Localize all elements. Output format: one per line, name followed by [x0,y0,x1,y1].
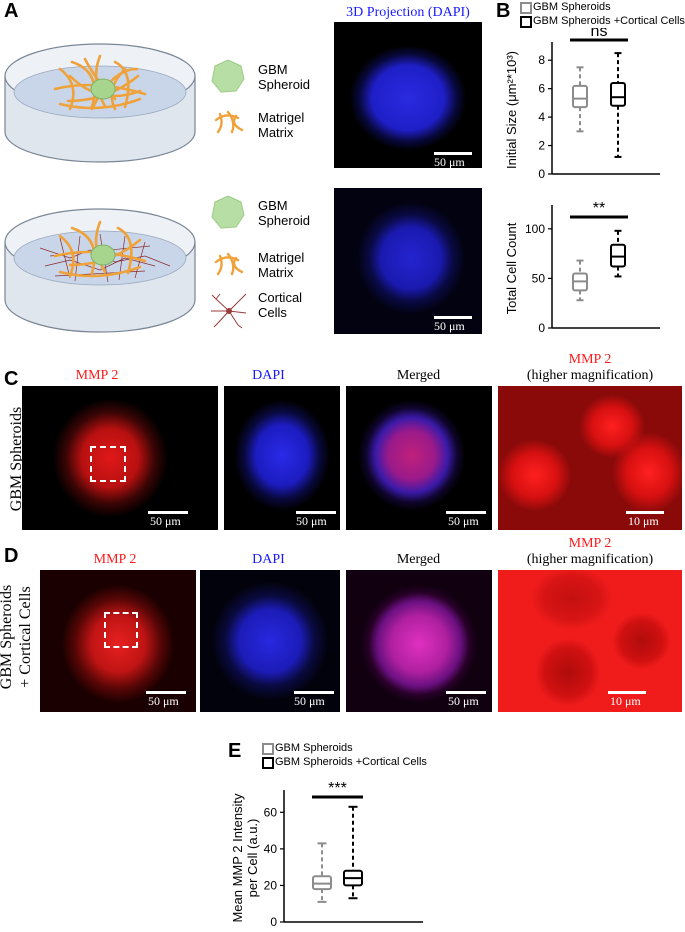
matrigel-icon [214,252,244,276]
panel-label-a: A [4,0,19,22]
y-axis-label: Initial Size (μm²*10³) [504,51,519,169]
y-tick-label: 4 [538,110,545,124]
scale-label: 10 μm [610,694,641,708]
panel-label-c: C [4,368,19,390]
y-tick-label: 0 [538,167,545,181]
y-tick-label: 100 [525,222,545,236]
col-title-dapi: DAPI [252,552,285,567]
boxplot-total-cell-count: 0 50 100 Total Cell Count ** [504,200,660,335]
legend-gbm-swatch [262,743,274,755]
y-tick-label: 20 [264,878,278,892]
row-label-gbm-cortical-1: GBM Spheroids [0,584,15,690]
spheroid-icon [211,195,245,229]
legend-bottom-spheroid-label: GBM Spheroid [258,198,311,228]
scale-label: 50 μm [434,155,465,168]
col-title-merged: Merged [396,368,441,383]
col-title-mmp2-hm: MMP 2 [568,536,612,551]
scale-label: 50 μm [296,514,327,528]
panel-label-d: D [4,545,19,567]
dapi-image-gbm: 50 μm [224,386,340,530]
scale-bar [294,691,334,694]
panel-label-b: B [496,0,511,22]
significance-label: ns [591,28,608,40]
row-label-gbm-cortical-2: + Cortical Cells [17,586,34,688]
dapi-image-gbm-cortical: 50 μm [200,570,340,712]
legend-top-spheroid-label: GBM Spheroid [258,62,311,92]
y-tick-label: 8 [538,53,545,67]
legend-gbm-cortical-swatch [262,757,274,769]
col-title-mmp2-hm-sub: (higher magnification) [526,368,654,383]
significance-label: *** [328,780,347,797]
mmp2-hm-image-gbm-cortical: 10 μm [498,570,682,712]
scale-bar [434,152,472,155]
dapi-projection-image-bottom: 50 μm [334,188,482,334]
mmp2-image-gbm: 50 μm [22,386,218,530]
scale-bar [434,316,472,319]
scale-bar [146,691,186,694]
scale-label: 50 μm [148,694,179,708]
col-title-mmp2-hm: MMP 2 [568,352,612,367]
col-title-merged: Merged [396,552,441,567]
matrigel-icon [214,110,244,134]
y-tick-label: 40 [264,842,278,856]
y-axis-label: Total Cell Count [504,222,519,314]
panel-label-e: E [228,740,242,762]
box-gbm [572,84,588,109]
zoom-region-box [90,446,126,482]
scale-bar [608,691,646,694]
scale-bar [446,691,486,694]
merged-image-gbm: 50 μm [346,386,492,530]
dapi-projection-image-top: 50 μm [334,22,482,168]
legend-bottom-cortical-label: Cortical Cells [258,290,303,320]
col-title-mmp2: MMP 2 [93,552,137,567]
legend-gbm-cortical-label: GBM Spheroids +Cortical Cells [533,15,685,27]
scale-label: 50 μm [150,514,181,528]
petri-dish-matrigel-illustration [4,43,196,163]
y-tick-label: 0 [270,915,277,929]
scale-label: 50 μm [294,694,325,708]
legend-top-matrigel-label: Matrigel Matrix [258,110,305,140]
scale-label: 50 μm [448,514,479,528]
scale-label: 50 μm [448,694,479,708]
legend-gbm-label: GBM Spheroids [275,742,353,754]
legend-gbm-label: GBM Spheroids [533,1,611,13]
projection-title: 3D Projection (DAPI) [346,5,470,20]
significance-label: ** [593,200,605,217]
scale-bar [626,511,664,514]
zoom-region-box [104,612,138,648]
scale-bar [148,511,188,514]
col-title-mmp2-hm-sub: (higher magnification) [526,552,654,567]
mmp2-image-gbm-cortical: 50 μm [40,570,196,712]
petri-dish-cortical-illustration [4,208,196,333]
y-tick-label: 6 [538,82,545,96]
legend-gbm-cortical-label: GBM Spheroids +Cortical Cells [275,756,427,768]
y-tick-label: 60 [264,805,278,819]
col-title-dapi: DAPI [252,368,285,383]
y-tick-label: 0 [538,321,545,335]
legend-bottom-matrigel-label: Matrigel Matrix [258,250,305,280]
box-gbm-cortical [610,81,626,107]
merged-image-gbm-cortical: 50 μm [346,570,492,712]
y-axis-label: Mean MMP 2 Intensity [230,793,245,923]
legend-gbm-cortical-swatch [520,16,532,28]
spheroid-icon [211,59,245,93]
scale-label: 50 μm [434,319,465,333]
legend-gbm-swatch [520,2,532,14]
scale-label: 10 μm [628,514,659,528]
mmp2-hm-image-gbm: 10 μm [498,386,682,530]
y-tick-label: 50 [532,271,546,285]
col-title-mmp2: MMP 2 [75,368,119,383]
scale-bar [446,511,486,514]
y-tick-label: 2 [538,139,545,153]
cortical-cell-icon [211,293,247,329]
y-axis-label: per Cell (a.u.) [245,819,260,898]
boxplot-initial-size: 0 2 4 6 8 Initial Size (μm²*10³) ns [504,28,660,181]
scale-bar [296,511,336,514]
